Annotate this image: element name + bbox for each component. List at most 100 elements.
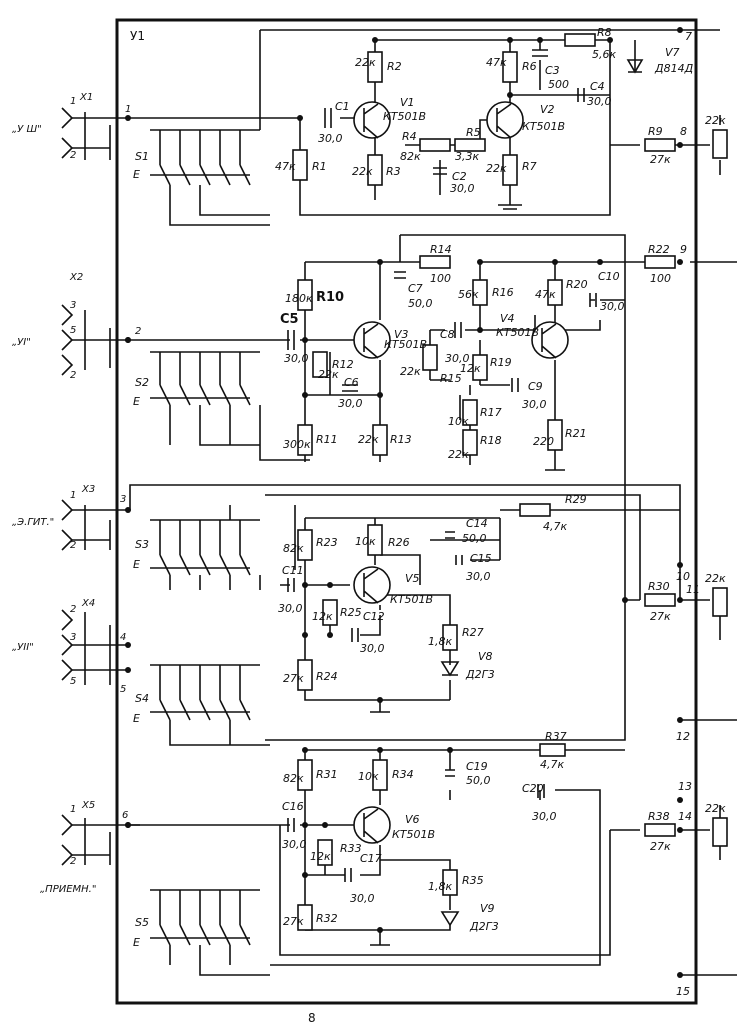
svg-text:V3: V3 [394, 328, 409, 341]
svg-text:30,0: 30,0 [450, 182, 475, 195]
svg-text:R27: R27 [462, 626, 484, 639]
svg-text:E: E [133, 712, 140, 725]
svg-text:82к: 82к [283, 772, 304, 785]
svg-text:X1: X1 [79, 92, 93, 103]
svg-text:8: 8 [680, 125, 687, 138]
input-x5: 1 2 X5 „ПРИЕМН." 6 [40, 800, 140, 895]
svg-text:10к: 10к [358, 770, 379, 783]
svg-text:30,0: 30,0 [522, 398, 547, 411]
svg-text:V8: V8 [478, 650, 493, 663]
svg-text:4,7к: 4,7к [543, 520, 567, 533]
svg-text:S1: S1 [135, 150, 149, 163]
svg-text:5: 5 [70, 325, 76, 336]
svg-text:500: 500 [548, 78, 569, 91]
svg-text:C4: C4 [590, 80, 605, 93]
svg-text:100: 100 [430, 272, 451, 285]
svg-text:V5: V5 [405, 572, 420, 585]
svg-text:1,8к: 1,8к [428, 880, 452, 893]
svg-text:27к: 27к [283, 672, 304, 685]
input-x3: 1 2 X3 „Э.ГИТ." 3 [12, 484, 131, 551]
svg-text:КТ501В: КТ501В [384, 338, 427, 351]
switch-s3: S3 E [133, 519, 261, 590]
svg-text:82к: 82к [283, 542, 304, 555]
svg-text:22к: 22к [448, 448, 469, 461]
stage-4: 82к R31 10к R34 C19 50,0 R37 4,7к C20 30… [125, 320, 626, 966]
svg-text:1: 1 [70, 490, 76, 501]
svg-text:V6: V6 [405, 813, 420, 826]
svg-text:C7: C7 [408, 282, 423, 295]
svg-text:R18: R18 [480, 434, 502, 447]
input-x2: 3 5 2 X2 „УI" 2 [12, 272, 141, 381]
svg-text:R35: R35 [462, 874, 484, 887]
svg-text:C5: C5 [280, 312, 299, 327]
svg-text:22к: 22к [705, 114, 726, 127]
svg-text:C20: C20 [522, 782, 544, 795]
svg-text:Д2Г3: Д2Г3 [469, 920, 499, 933]
svg-text:12к: 12к [312, 610, 333, 623]
svg-text:47к: 47к [275, 160, 296, 173]
svg-text:2: 2 [70, 604, 76, 615]
switch-s5: S5 E [133, 889, 270, 976]
svg-text:22к: 22к [705, 572, 726, 585]
svg-text:100: 100 [650, 272, 671, 285]
svg-text:50,0: 50,0 [462, 532, 487, 545]
svg-text:E: E [133, 395, 140, 408]
svg-text:R5: R5 [466, 126, 481, 139]
svg-text:R17: R17 [480, 406, 502, 419]
svg-text:30,0: 30,0 [338, 397, 363, 410]
svg-text:22к: 22к [705, 802, 726, 815]
svg-text:1: 1 [70, 804, 76, 815]
svg-text:X5: X5 [81, 800, 95, 811]
svg-text:R33: R33 [340, 842, 362, 855]
svg-text:1: 1 [70, 96, 76, 107]
svg-text:13: 13 [678, 780, 692, 793]
svg-text:V7: V7 [665, 46, 680, 59]
svg-text:R26: R26 [388, 536, 410, 549]
svg-text:X2: X2 [69, 272, 83, 283]
stage-3: 82к R23 10к R26 C14 50,0 C15 30,0 C11 30… [129, 484, 681, 713]
svg-text:Д814Д: Д814Д [654, 62, 694, 75]
svg-text:7: 7 [685, 30, 692, 43]
svg-text:30,0: 30,0 [284, 352, 309, 365]
svg-text:30,0: 30,0 [278, 602, 303, 615]
svg-text:S5: S5 [135, 916, 149, 929]
svg-text:V1: V1 [400, 96, 415, 109]
svg-text:E: E [133, 168, 140, 181]
svg-text:S3: S3 [135, 538, 149, 551]
svg-text:C19: C19 [466, 760, 488, 773]
svg-text:27к: 27к [650, 153, 671, 166]
svg-text:S2: S2 [135, 376, 149, 389]
svg-text:R6: R6 [522, 60, 537, 73]
svg-text:R19: R19 [490, 356, 512, 369]
svg-text:47к: 47к [486, 56, 507, 69]
svg-text:R21: R21 [565, 427, 587, 440]
svg-text:C9: C9 [528, 380, 543, 393]
svg-text:12к: 12к [460, 362, 481, 375]
svg-text:R8: R8 [597, 26, 612, 39]
svg-text:R37: R37 [545, 730, 567, 743]
svg-text:E: E [133, 936, 140, 949]
svg-text:27к: 27к [650, 840, 671, 853]
svg-text:22к: 22к [400, 365, 421, 378]
svg-text:50,0: 50,0 [408, 297, 433, 310]
svg-text:R9: R9 [648, 125, 663, 138]
svg-text:C15: C15 [470, 552, 492, 565]
svg-text:2: 2 [70, 370, 76, 381]
stage-2: 180к R10 C5 30,0 22к R12 C6 30,0 300к R1… [125, 234, 626, 471]
svg-text:R3: R3 [386, 165, 401, 178]
svg-text:C2: C2 [452, 170, 467, 183]
stage-1: 22к R2 47к R1 C1 30,0 22к R3 R4 82к R5 3… [140, 26, 694, 216]
svg-text:C8: C8 [440, 328, 455, 341]
switch-s4: S4 E [133, 664, 270, 746]
svg-text:R15: R15 [440, 372, 462, 385]
svg-text:14: 14 [678, 810, 692, 823]
svg-text:12к: 12к [310, 850, 331, 863]
svg-text:4,7к: 4,7к [540, 758, 564, 771]
svg-text:X4: X4 [81, 598, 95, 609]
svg-text:22к: 22к [355, 56, 376, 69]
svg-text:C1: C1 [335, 100, 350, 113]
svg-text:82к: 82к [400, 150, 421, 163]
svg-text:30,0: 30,0 [360, 642, 385, 655]
svg-text:R24: R24 [316, 670, 338, 683]
